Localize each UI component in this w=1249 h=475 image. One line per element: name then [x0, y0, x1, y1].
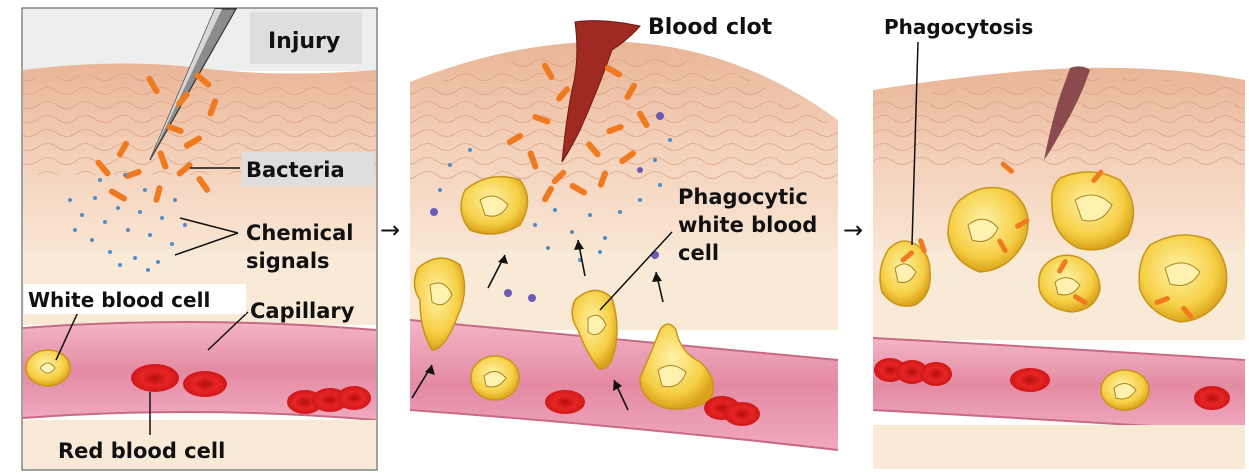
chemical-signals-label-1: Chemical	[246, 221, 354, 245]
panel-migration: Blood clot Phagocytic white blood cell	[410, 8, 838, 470]
phagocytosis-label: Phagocytosis	[884, 15, 1033, 39]
white-blood-cell-1	[26, 350, 70, 386]
white-blood-cell-label: White blood cell	[28, 288, 210, 312]
panel-phagocytosis: Phagocytosis	[873, 8, 1245, 470]
phagocytic-label-1: Phagocytic	[678, 185, 808, 209]
panel-2-tissue	[410, 250, 838, 330]
red-blood-cell-label: Red blood cell	[58, 439, 225, 463]
panel-injury: Injury	[22, 8, 377, 470]
chemical-signals-label-2: signals	[246, 249, 330, 273]
injury-label: Injury	[268, 29, 340, 54]
capillary-label: Capillary	[250, 299, 355, 323]
flow-arrow-2: →	[843, 216, 863, 244]
panel-3-lower-tissue	[873, 425, 1245, 469]
phagocytic-label-2: white blood	[678, 213, 817, 237]
blood-clot-label: Blood clot	[648, 15, 773, 40]
phagocytic-label-3: cell	[678, 241, 719, 265]
phagocyte-3c	[1052, 172, 1134, 250]
bacteria-label: Bacteria	[246, 158, 345, 182]
phagocyte-2a	[461, 177, 528, 234]
phagocyte-2e	[471, 356, 519, 400]
flow-arrow-1: →	[380, 216, 400, 244]
phagocyte-3f	[1101, 370, 1149, 410]
